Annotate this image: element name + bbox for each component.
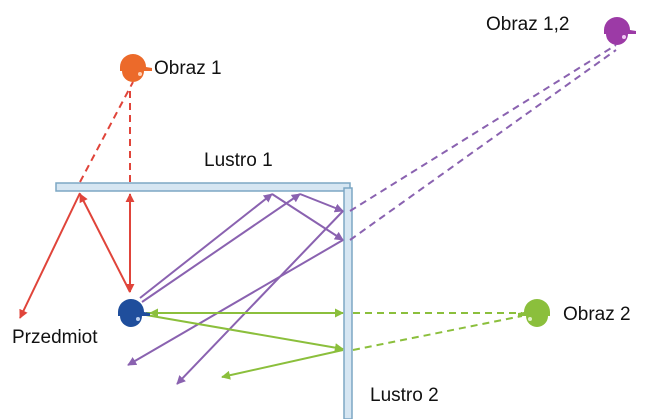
mirror-1	[55, 182, 351, 192]
label-image1: Obraz 1	[154, 58, 222, 79]
image2-head-icon	[518, 299, 550, 327]
label-object: Przedmiot	[12, 327, 98, 348]
purple-rays	[127, 44, 617, 385]
object-head-icon	[118, 299, 150, 327]
label-image12: Obraz 1,2	[486, 14, 569, 35]
green-rays	[145, 308, 523, 380]
label-mirror2: Lustro 2	[370, 385, 439, 406]
label-mirror1: Lustro 1	[204, 150, 273, 171]
image1-head-icon	[120, 54, 152, 82]
red-rays	[19, 81, 135, 319]
label-image2: Obraz 2	[563, 304, 631, 325]
image12-head-icon	[604, 17, 636, 45]
mirror-2	[343, 187, 353, 419]
